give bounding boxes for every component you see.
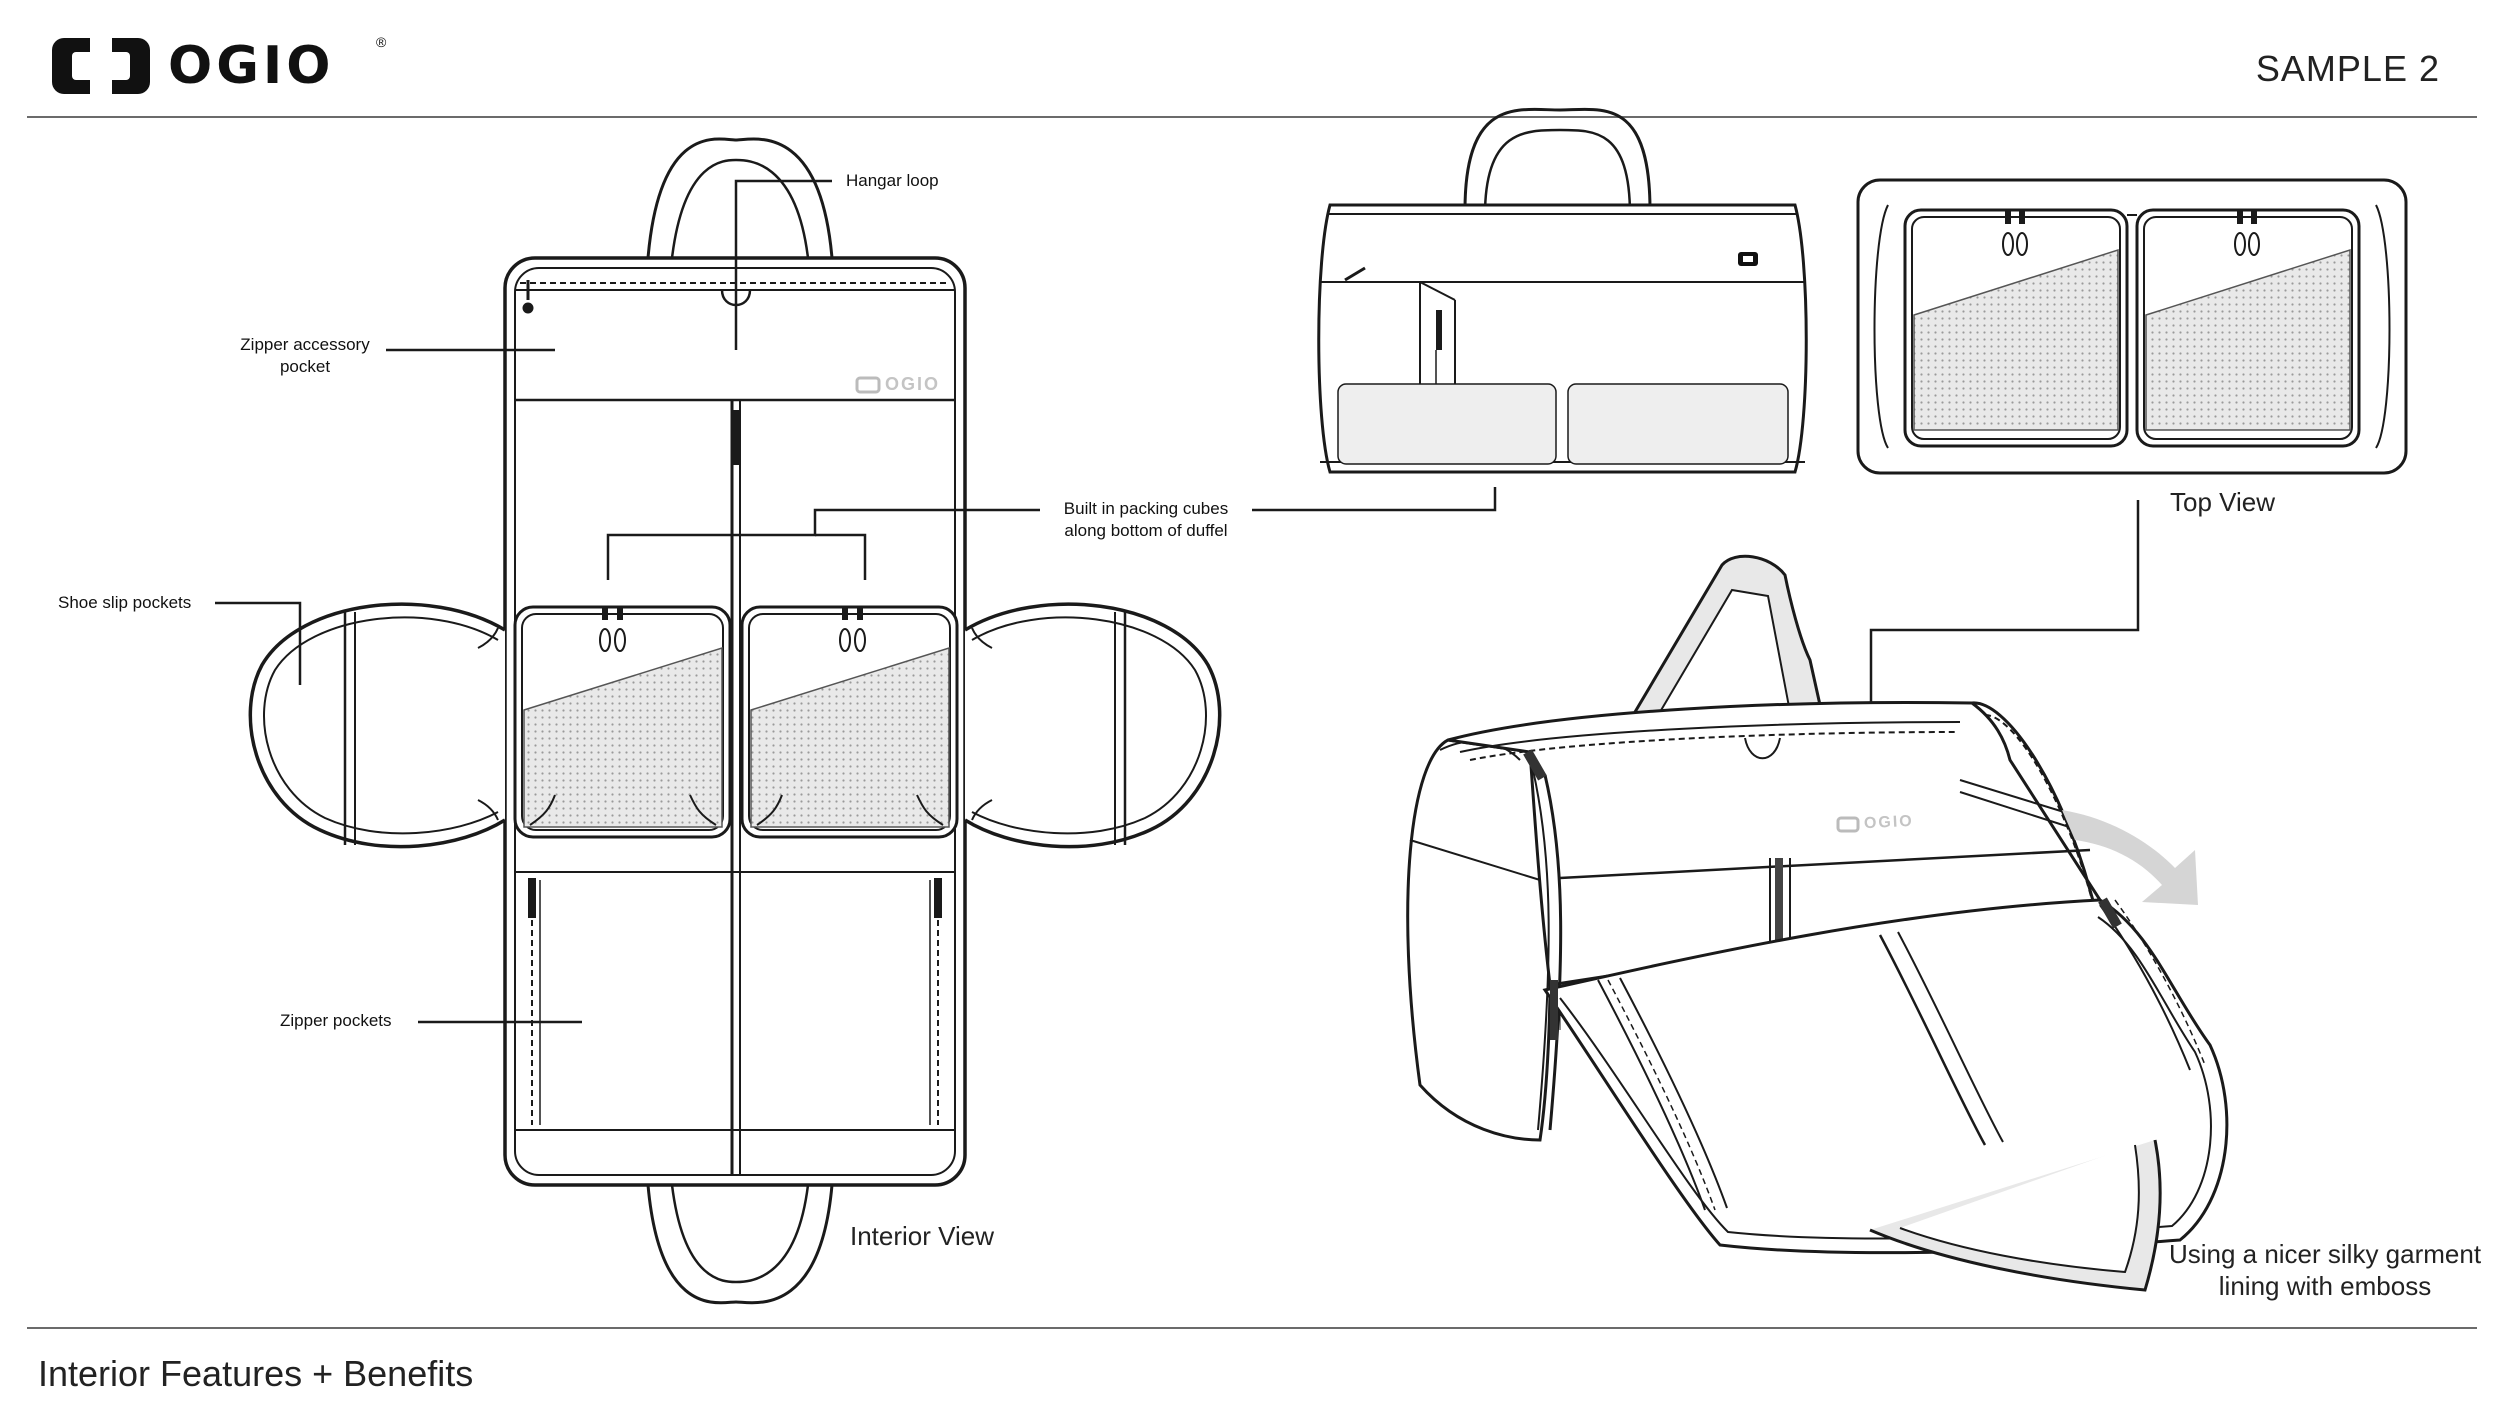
callout-zipper-accessory-line1: Zipper accessory — [240, 335, 370, 354]
open-duffel-drawing — [1406, 554, 2229, 1292]
callout-zipper-accessory-line2: pocket — [279, 357, 331, 376]
callout-packing-cubes: Built in packing cubes along bottom of d… — [1040, 498, 1252, 542]
emboss-text-duffel: OGIO — [1863, 812, 1915, 833]
caption-lining: Using a nicer silky garment lining with … — [2160, 1238, 2490, 1302]
callout-shoe-slip-pockets: Shoe slip pockets — [58, 593, 192, 612]
header-divider — [27, 116, 2477, 118]
duffel-open-lid — [1542, 898, 2229, 1255]
callout-packing-cubes-line2: along bottom of duffel — [1064, 521, 1228, 540]
callout-leaders — [215, 179, 2140, 1024]
shoe-pocket-right — [964, 602, 1222, 849]
caption-lining-line1: Using a nicer silky garment — [2168, 1239, 2482, 1269]
emboss-logo-duffel — [1836, 816, 1860, 833]
callout-zipper-pockets: Zipper pockets — [280, 1011, 392, 1030]
emboss-text-interior: OGIO — [885, 374, 941, 394]
caption-top-view: Top View — [2170, 487, 2276, 517]
emboss-logo-interior — [855, 376, 881, 394]
callout-zipper-accessory-pocket: Zipper accessory pocket — [220, 334, 390, 378]
callout-hangar-loop: Hangar loop — [846, 171, 939, 190]
leader-hangar-loop — [734, 179, 832, 350]
interior-view-drawing — [248, 137, 1222, 1305]
caption-interior-view: Interior View — [850, 1221, 995, 1251]
ogio-logo: OGIO ® — [50, 34, 390, 98]
registered-mark: ® — [376, 34, 387, 50]
callout-packing-cubes-line1: Built in packing cubes — [1063, 499, 1229, 518]
leader-shoe-slip — [215, 601, 302, 685]
open-direction-arrow-icon — [2062, 810, 2198, 905]
ogio-logo-mark-icon — [52, 38, 150, 94]
footer-title: Interior Features + Benefits — [38, 1353, 474, 1394]
caption-lining-line2: lining with emboss — [2218, 1271, 2432, 1301]
shoe-pocket-left — [248, 602, 506, 849]
bottom-handle — [646, 1184, 834, 1305]
duffel-end-cap — [1406, 738, 1552, 1142]
top-view-drawing — [1856, 178, 2408, 475]
top-handle — [646, 137, 834, 259]
sample-label: SAMPLE 2 — [2255, 48, 2440, 89]
brand-wordmark: OGIO — [168, 36, 335, 96]
front-view-drawing — [1317, 107, 1808, 474]
footer-divider — [27, 1327, 2477, 1329]
